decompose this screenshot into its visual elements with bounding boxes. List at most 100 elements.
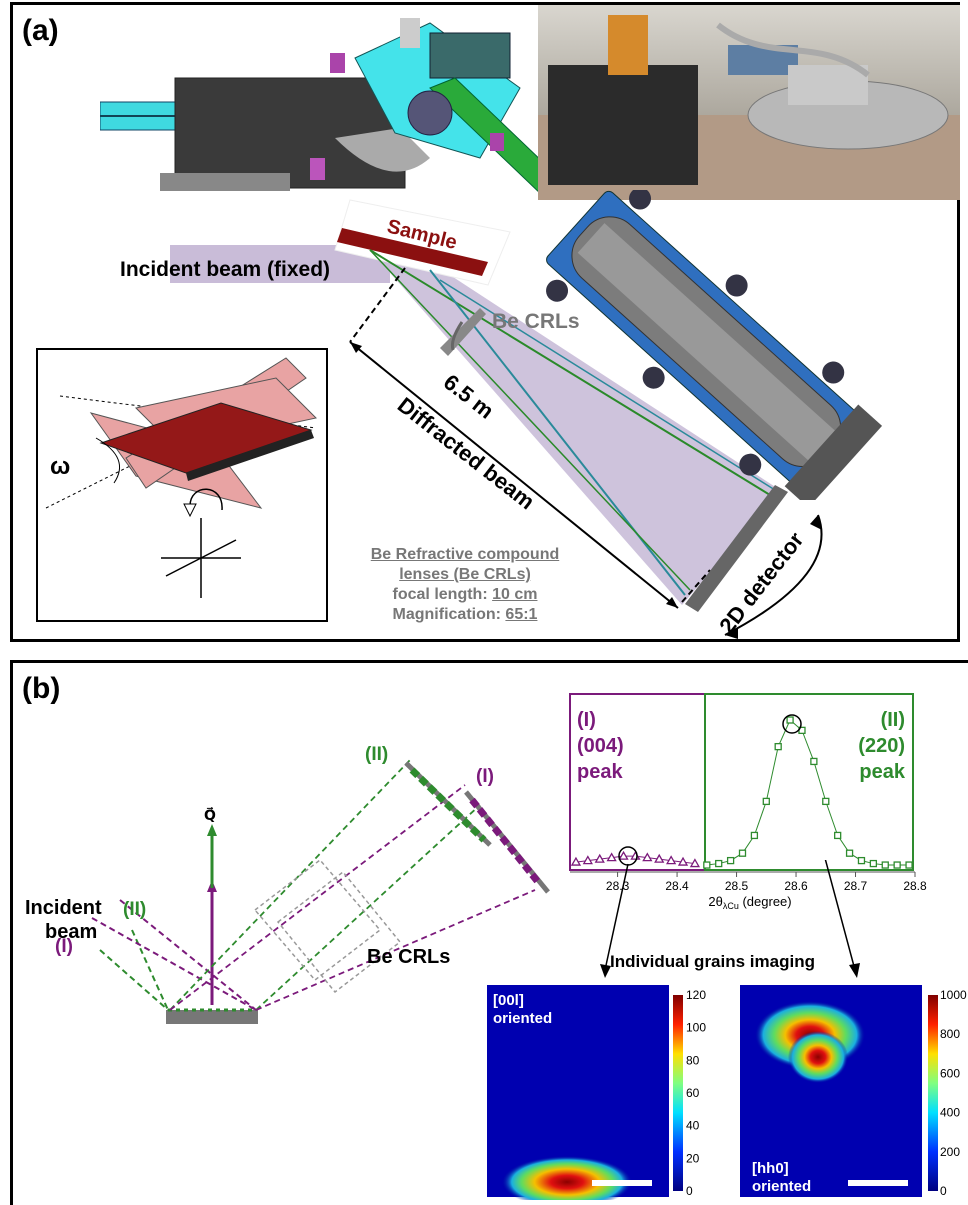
omega-rotation-diagram: ω	[45, 357, 318, 598]
x-tick-label: 28.7	[844, 879, 868, 893]
data-point	[594, 853, 605, 863]
x-tick-label: 28.5	[725, 879, 749, 893]
panel-b	[10, 660, 968, 1205]
data-point	[750, 831, 759, 840]
data-point	[738, 849, 747, 857]
data-point	[703, 861, 711, 869]
data-point	[677, 856, 689, 866]
colorbar	[928, 995, 938, 1191]
incident-label-1: Incident	[25, 897, 102, 919]
data-point	[726, 856, 735, 865]
peak-ii-circle	[782, 714, 802, 734]
peak-i-label-3: peak	[577, 761, 623, 783]
incident-beam-label: Incident beam (fixed)	[120, 258, 330, 281]
data-point	[618, 850, 629, 860]
colorbar-tick-label: 1000	[940, 988, 967, 1002]
colorbar-tick-label: 80	[686, 1053, 700, 1067]
grains-title: Individual grains imaging	[610, 952, 815, 971]
scale-bar	[848, 1180, 908, 1186]
detector-i-label: (I)	[476, 766, 494, 787]
be-crl-lens	[440, 308, 486, 356]
q-vector-label: Q⃗	[204, 806, 216, 823]
data-point	[845, 849, 854, 857]
map-hh0-label-1: [hh0]	[752, 1160, 789, 1177]
be-crl-box	[253, 858, 402, 994]
instrument-cad-drawing	[100, 18, 540, 194]
crl-label-b: Be CRLs	[367, 946, 450, 968]
data-point	[654, 853, 665, 863]
lens-info-magnification: Magnification: 65:1	[392, 606, 538, 623]
panel-b-label: (b)	[22, 672, 61, 705]
lens-info-title-1: Be Refractive compound	[370, 546, 560, 563]
colorbar-tick-label: 200	[940, 1145, 960, 1159]
detector-ii-label: (II)	[365, 744, 388, 765]
grain-arrows	[600, 860, 860, 978]
detector-bar	[685, 485, 788, 612]
panel-a-schematic: 6.5 m Diffracted beam 2D detector Sample…	[120, 199, 823, 639]
diffracted-beam-fan	[370, 250, 780, 605]
colorbar-tick-label: 0	[686, 1184, 693, 1198]
colorbar-tick-label: 100	[686, 1021, 706, 1035]
panel-a-label: (a)	[22, 14, 59, 47]
data-point	[857, 856, 866, 865]
map-hh0-label-2: oriented	[752, 1178, 811, 1195]
peak-ii-label-2: (220)	[858, 735, 905, 757]
lens-info: Be Refractive compound lenses (Be CRLs) …	[330, 545, 600, 625]
x-tick-label: 28.4	[665, 879, 689, 893]
data-point	[869, 859, 878, 868]
scale-bar	[592, 1180, 652, 1186]
peak-i-label-1: (I)	[577, 709, 596, 731]
peak-ii-label-3: peak	[859, 761, 905, 783]
data-point	[834, 831, 842, 840]
detector-chamber	[546, 190, 883, 500]
peak-ii-box	[704, 693, 914, 871]
colorbar-tick-label: 60	[686, 1086, 700, 1100]
data-point	[666, 855, 677, 865]
sample-substrate	[166, 1010, 258, 1024]
incident-label-2: beam	[45, 921, 97, 943]
colorbar-tick-label: 400	[940, 1106, 960, 1120]
distance-arrow	[349, 341, 679, 609]
sample-bar	[337, 228, 488, 276]
data-point	[689, 858, 701, 868]
map-00l-label-1: [00l]	[493, 992, 524, 1009]
facility-photo	[538, 5, 960, 200]
data-point	[893, 861, 901, 869]
colorbar-tick-label: 20	[686, 1151, 700, 1165]
data-point	[774, 742, 782, 751]
data-point	[810, 757, 818, 766]
colorbar-tick-label: 600	[940, 1066, 960, 1080]
data-point	[786, 716, 794, 724]
x-tick-label: 28.8	[903, 879, 927, 893]
panel-a	[10, 2, 960, 642]
lens-info-focal: focal length: 10 cm	[392, 586, 538, 603]
grain-map-00l: [00l] oriented 120 100 80 60 40 20 0	[487, 985, 706, 1200]
data-point	[570, 856, 582, 866]
lens-info-title-2: lenses (Be CRLs)	[399, 566, 531, 583]
colorbar-tick-label: 0	[940, 1184, 947, 1198]
colorbar-tick-label: 800	[940, 1027, 960, 1041]
data-point	[606, 852, 617, 862]
panel-b-geometry: Q⃗ (II) (I) (II) (I) Incident beam Be CR…	[25, 744, 550, 1024]
data-point	[582, 855, 593, 865]
data-point	[642, 852, 653, 862]
detector-ii	[404, 761, 492, 847]
incident-beam-i-label: (I)	[55, 936, 73, 957]
data-point	[881, 861, 889, 869]
detector-i	[464, 790, 550, 894]
grain-map-hh0: [hh0] oriented 1000 800 600 400 200 0	[740, 985, 967, 1198]
map-00l-label-2: oriented	[493, 1010, 552, 1027]
peak-ii-label-1: (II)	[881, 709, 905, 731]
colorbar-tick-label: 120	[686, 988, 706, 1002]
data-point	[822, 797, 830, 806]
crl-label: Be CRLs	[492, 310, 580, 333]
colorbar-tick-label: 40	[686, 1119, 700, 1133]
data-point	[905, 861, 913, 869]
omega-symbol: ω	[50, 453, 70, 480]
peak-i-label-2: (004)	[577, 735, 624, 757]
incident-beam-ii-label: (II)	[123, 899, 146, 920]
data-point	[762, 797, 770, 806]
x-tick-label: 28.6	[784, 879, 808, 893]
data-point	[715, 859, 723, 868]
